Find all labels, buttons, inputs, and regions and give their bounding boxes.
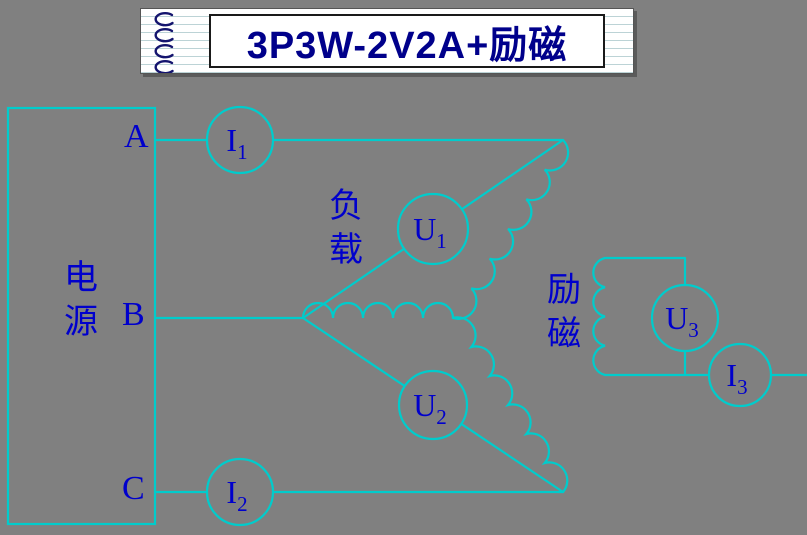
- ammeter-i3-label: I3: [726, 357, 747, 399]
- load-label: 负载: [329, 187, 363, 269]
- spiral-binding-icon: [154, 11, 174, 73]
- load-coil-upper: [451, 138, 570, 320]
- excitation-label: 励磁: [547, 271, 581, 353]
- voltmeter-u3-label: U3: [665, 300, 699, 342]
- power-source-label: 电源: [64, 259, 98, 341]
- voltmeter-u1: [396, 192, 470, 266]
- ammeter-i3: [707, 342, 773, 408]
- ammeter-i2: [205, 457, 275, 527]
- ammeter-i1-label: I1: [226, 122, 247, 164]
- voltmeter-u2-label: U2: [413, 387, 447, 429]
- title-box: 3P3W-2V2A+励磁: [209, 14, 605, 68]
- excitation-coil: [592, 256, 607, 377]
- wire-excitation: [603, 256, 807, 377]
- load-coil-lower: [451, 316, 569, 494]
- voltmeter-u2: [397, 369, 469, 441]
- load-coil-horizontal: [301, 301, 455, 320]
- ammeter-i2-label: I2: [226, 474, 247, 516]
- title-banner: 3P3W-2V2A+励磁: [140, 8, 634, 74]
- page-title: 3P3W-2V2A+励磁: [246, 24, 568, 67]
- terminal-b-label: B: [122, 296, 145, 333]
- terminal-a-label: A: [124, 118, 149, 155]
- terminal-c-label: C: [122, 470, 145, 507]
- voltmeter-u3: [650, 283, 720, 353]
- voltmeter-u1-label: U1: [413, 211, 447, 253]
- ammeter-i1: [205, 105, 275, 175]
- power-source-box: [6, 106, 157, 526]
